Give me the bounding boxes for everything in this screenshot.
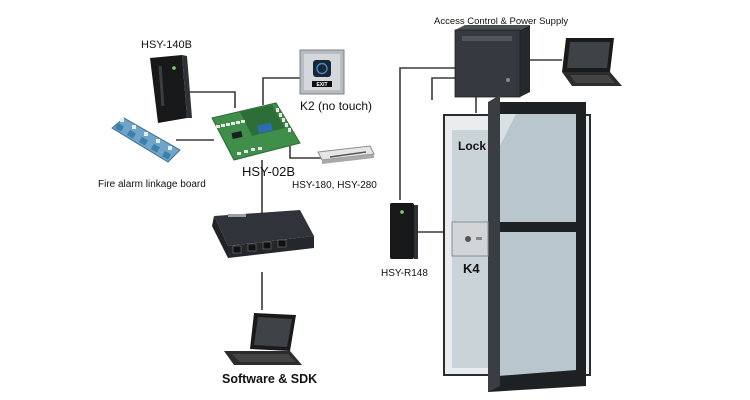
- card-reader-icon: [150, 55, 192, 123]
- wire-controller-to-maglock: [289, 143, 322, 159]
- wire-box-to-r148: [399, 67, 455, 200]
- wire-reader-to-controller: [185, 91, 236, 108]
- access-control-label: Access Control & Power Supply: [434, 16, 568, 27]
- hsy-r148-label: HSY-R148: [381, 268, 428, 279]
- wire-exit-to-controller: [262, 77, 303, 105]
- k2-label: K2 (no touch): [300, 99, 372, 113]
- exit-text: EXIT: [316, 82, 327, 88]
- laptop-icon: [224, 313, 302, 365]
- door-icon: [443, 95, 591, 392]
- hsy-180-label: HSY-180, HSY-280: [292, 180, 377, 191]
- circuit-board-icon: [111, 117, 181, 163]
- laptop-icon: [562, 38, 622, 86]
- network-switch-icon: [212, 210, 314, 258]
- hsy-140b-label: HSY-140B: [141, 39, 192, 51]
- magnetic-lock-icon: [317, 145, 375, 164]
- controller-board-icon: [211, 102, 301, 161]
- card-reader-icon: [390, 203, 418, 259]
- hsy-02b-label: HSY-02B: [242, 164, 295, 179]
- k4-label: K4: [463, 261, 480, 276]
- lock-label: Lock: [458, 139, 486, 153]
- software-label: Software & SDK: [222, 372, 317, 386]
- power-supply-box-icon: [454, 25, 530, 98]
- wire-box-to-lock: [431, 77, 455, 100]
- fire-alarm-label: Fire alarm linkage board: [98, 179, 206, 190]
- exit-button-icon: [451, 221, 489, 257]
- exit-button-icon: EXIT: [299, 49, 345, 95]
